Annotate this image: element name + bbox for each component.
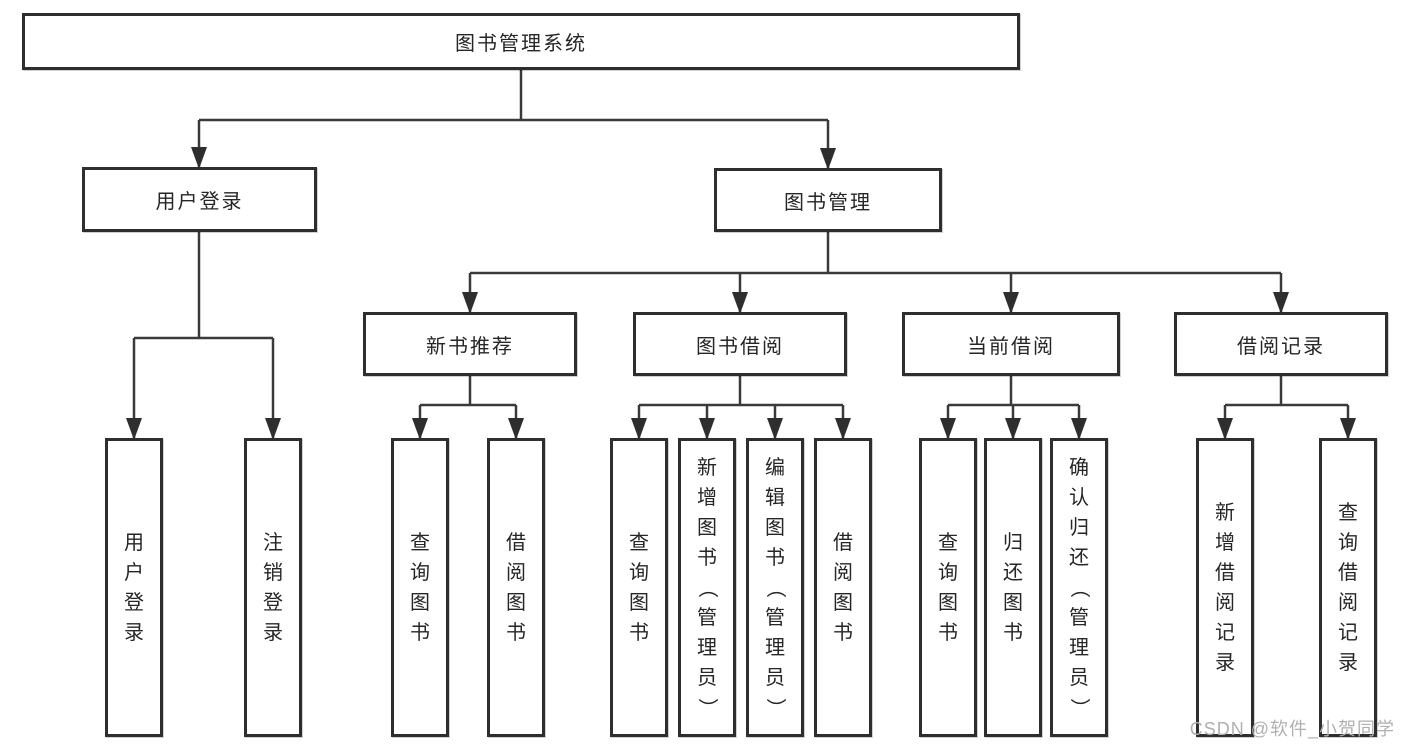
leaf-logout-label: 注销登录: [263, 531, 283, 644]
leaf-add-books-admin: 新增图书（管理员）: [678, 438, 736, 737]
leaf-current-query-books: 查询图书: [919, 438, 977, 737]
node-book-borrow: 图书借阅: [633, 312, 847, 376]
node-borrow-records-label: 借阅记录: [1237, 335, 1325, 358]
node-root-label: 图书管理系统: [455, 33, 587, 55]
leaf-recommend-borrow-books: 借阅图书: [487, 438, 545, 737]
leaf-borrow-books: 借阅图书: [814, 438, 872, 737]
node-new-book-recommend-label: 新书推荐: [426, 335, 514, 358]
leaf-borrow-books-label: 借阅图书: [833, 531, 853, 644]
leaf-borrow-query-books: 查询图书: [610, 438, 668, 737]
node-book-management: 图书管理: [714, 168, 942, 232]
leaf-add-books-admin-label: 新增图书（管理员）: [696, 456, 718, 718]
node-borrow-records: 借阅记录: [1174, 312, 1388, 376]
leaf-edit-books-admin: 编辑图书（管理员）: [746, 438, 804, 737]
leaf-current-query-books-label: 查询图书: [938, 531, 958, 644]
leaf-query-borrow-record: 查询借阅记录: [1319, 438, 1377, 737]
node-current-borrow: 当前借阅: [902, 312, 1120, 376]
leaf-query-borrow-record-label: 查询借阅记录: [1338, 501, 1358, 674]
leaf-confirm-return-admin-label: 确认归还（管理员）: [1068, 456, 1090, 718]
node-user-login: 用户登录: [82, 167, 317, 232]
node-user-login-label: 用户登录: [155, 191, 244, 213]
leaf-return-books-label: 归还图书: [1003, 531, 1023, 644]
leaf-recommend-borrow-books-label: 借阅图书: [506, 531, 526, 644]
node-book-borrow-label: 图书借阅: [696, 335, 784, 358]
leaf-add-borrow-record-label: 新增借阅记录: [1215, 501, 1235, 674]
node-book-management-label: 图书管理: [784, 191, 872, 214]
leaf-logout: 注销登录: [244, 438, 302, 737]
leaf-edit-books-admin-label: 编辑图书（管理员）: [764, 456, 786, 718]
leaf-user-login-label: 用户登录: [124, 531, 144, 644]
leaf-add-borrow-record: 新增借阅记录: [1196, 438, 1254, 737]
node-current-borrow-label: 当前借阅: [967, 335, 1055, 358]
leaf-borrow-query-books-label: 查询图书: [629, 531, 649, 644]
leaf-user-login: 用户登录: [105, 438, 163, 737]
leaf-return-books: 归还图书: [984, 438, 1042, 737]
node-root: 图书管理系统: [22, 13, 1020, 70]
leaf-confirm-return-admin: 确认归还（管理员）: [1050, 438, 1108, 737]
node-new-book-recommend: 新书推荐: [363, 312, 577, 376]
leaf-recommend-query-books-label: 查询图书: [410, 531, 430, 644]
leaf-recommend-query-books: 查询图书: [391, 438, 449, 737]
csdn-watermark: CSDN @软件_小贺同学: [1189, 719, 1395, 739]
